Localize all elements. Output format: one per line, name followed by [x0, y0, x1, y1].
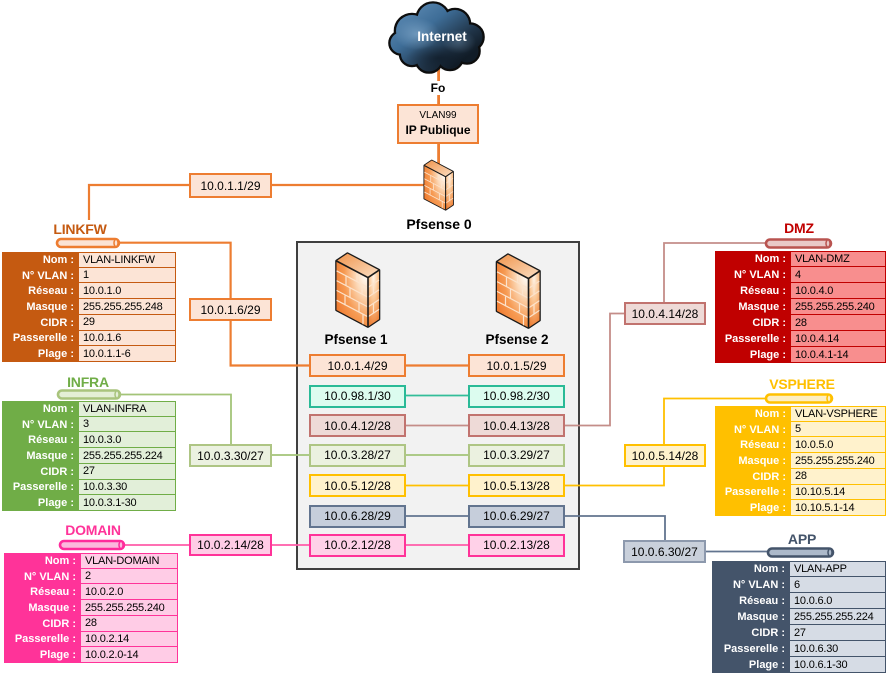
svg-text:Internet: Internet: [417, 29, 467, 44]
